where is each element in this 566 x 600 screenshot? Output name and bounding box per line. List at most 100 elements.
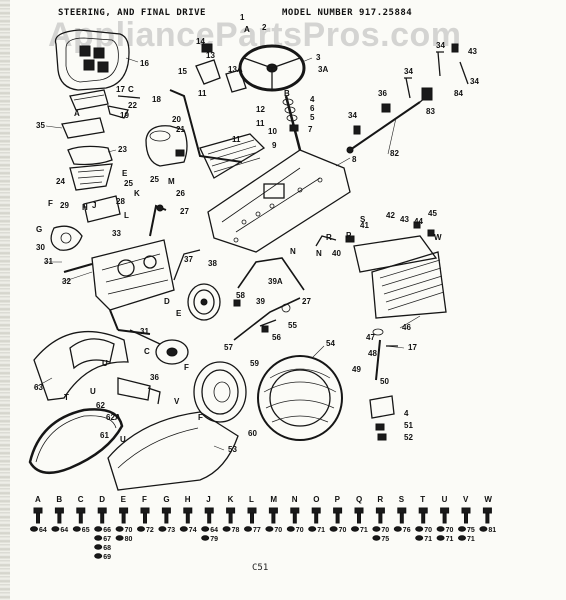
- callout-16: 16: [140, 59, 149, 68]
- callout-L: L: [124, 211, 129, 220]
- fender-left[interactable]: [33, 330, 129, 401]
- callout-44: 44: [414, 217, 423, 226]
- callout-34d: 34: [470, 77, 479, 86]
- front-spindle[interactable]: [369, 328, 398, 441]
- bolt-shank: [250, 512, 254, 524]
- hardware-column-n[interactable]: N70: [286, 495, 304, 534]
- drive-belt[interactable]: [28, 408, 124, 475]
- fuel-tank[interactable]: [145, 125, 188, 167]
- hardware-part-number: 75: [381, 536, 389, 543]
- hardware-part-number: 71: [360, 527, 368, 534]
- callout-A: A: [244, 25, 250, 34]
- mat-hardware[interactable]: [315, 221, 435, 247]
- steering-shaft[interactable]: [282, 95, 302, 151]
- callout-4: 4: [310, 95, 315, 104]
- bolt-shank: [100, 512, 105, 524]
- bolt-icon: [97, 507, 107, 514]
- hardware-column-g[interactable]: G73: [158, 495, 175, 534]
- hardware-column-k[interactable]: K78: [222, 495, 239, 534]
- foot-mat-left[interactable]: [199, 133, 266, 179]
- callout-5: 5: [310, 113, 315, 122]
- hardware-column-c[interactable]: C65: [72, 495, 90, 534]
- callout-31b: 31: [140, 327, 149, 336]
- wheel-hub[interactable]: [129, 329, 189, 365]
- hardware-column-o[interactable]: O71: [308, 495, 325, 534]
- idler-arm[interactable]: [173, 249, 305, 291]
- hardware-column-b[interactable]: B64: [51, 495, 68, 534]
- nut-icon: [329, 526, 338, 532]
- seat-spring[interactable]: [67, 145, 113, 191]
- rear-tire[interactable]: [257, 355, 343, 441]
- callout-30: 30: [36, 243, 45, 252]
- callout-60: 60: [248, 429, 257, 438]
- steering-wheel[interactable]: [238, 44, 306, 92]
- shift-lever[interactable]: [149, 204, 167, 237]
- callout-42: 42: [386, 211, 395, 220]
- nut-icon: [458, 526, 466, 532]
- nut-icon: [94, 535, 103, 541]
- callout-48: 48: [368, 349, 377, 358]
- hardware-column-w[interactable]: W81: [479, 495, 496, 534]
- rear-panel[interactable]: [107, 411, 239, 491]
- bolt-icon: [354, 507, 364, 514]
- hardware-part-number: 64: [39, 527, 47, 534]
- callout-40: 40: [332, 249, 341, 258]
- callout-F: F: [48, 199, 53, 208]
- spindle-hardware[interactable]: [353, 43, 469, 135]
- bolt-icon: [333, 507, 343, 514]
- fender-bracket[interactable]: [117, 377, 161, 405]
- tie-rod[interactable]: [346, 91, 433, 154]
- leader-lines: [33, 57, 421, 451]
- nut-icon: [179, 526, 188, 532]
- wheel-rim[interactable]: [193, 361, 247, 423]
- brake-rod[interactable]: [233, 297, 301, 341]
- hardware-part-number: 65: [82, 527, 90, 534]
- bolt-shank: [121, 512, 126, 524]
- hardware-column-l[interactable]: L77: [244, 495, 261, 534]
- callout-6: 6: [310, 104, 315, 113]
- foot-mat-right[interactable]: [353, 235, 447, 319]
- frame-body[interactable]: [207, 149, 351, 253]
- callout-8: 8: [352, 155, 357, 164]
- hardware-column-q[interactable]: Q71: [351, 495, 368, 534]
- hardware-part-number: 64: [60, 527, 68, 534]
- callout-46: 46: [402, 323, 411, 332]
- callout-32: 32: [62, 277, 71, 286]
- seat[interactable]: [54, 29, 130, 91]
- bolt-shank: [378, 512, 383, 524]
- hardware-column-f[interactable]: F72: [137, 495, 154, 534]
- callout-K: K: [134, 189, 140, 198]
- transaxle[interactable]: [63, 239, 175, 335]
- transaxle-pulley[interactable]: [187, 283, 221, 321]
- steering-bracket[interactable]: [195, 43, 247, 93]
- nut-icon: [72, 526, 81, 532]
- drag-link[interactable]: [169, 89, 243, 163]
- callout-10: 10: [268, 127, 277, 136]
- page-code: C51: [252, 563, 269, 573]
- hardware-part-number: 67: [103, 536, 111, 543]
- hardware-column-m[interactable]: M70: [265, 495, 282, 534]
- nut-icon: [94, 544, 103, 550]
- seat-bracket[interactable]: [61, 89, 141, 139]
- callout-19: 19: [120, 111, 129, 120]
- hardware-column-s[interactable]: S76: [393, 495, 411, 534]
- callout-34c: 34: [436, 41, 445, 50]
- callout-13: 13: [206, 51, 215, 60]
- bolt-shank: [314, 512, 319, 524]
- brake-assembly[interactable]: [50, 195, 121, 251]
- callout-C-top: C: [128, 85, 134, 94]
- hardware-column-h[interactable]: H74: [179, 495, 197, 534]
- callout-2: 2: [262, 23, 267, 32]
- callout-G: G: [36, 225, 42, 234]
- hardware-column-p[interactable]: P70: [329, 495, 346, 534]
- bolt-icon: [482, 507, 492, 514]
- hardware-column-a[interactable]: A64: [30, 495, 47, 534]
